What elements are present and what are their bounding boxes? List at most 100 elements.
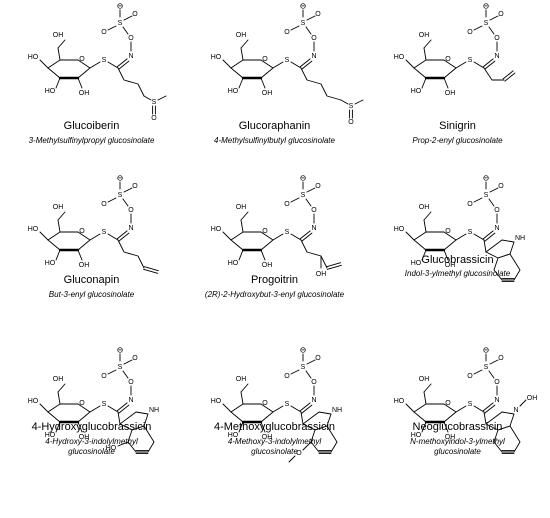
s-bond (455, 405, 467, 413)
sulfate-oxygen-right-label: O (315, 11, 321, 18)
thioether-sulfur-label: S (102, 401, 107, 408)
negative-charge-icon: ⊖ (300, 174, 307, 183)
negative-charge-icon: ⊖ (117, 174, 124, 183)
c4-hydroxyl-label: HO (211, 398, 222, 405)
methoxy-oxygen-label: O (296, 450, 302, 457)
oxime-oxygen-label: O (128, 379, 134, 386)
s-bond (455, 61, 467, 69)
ch2oh-bond (57, 383, 66, 393)
imine-nitrogen-label: N (311, 53, 316, 60)
negative-charge-icon: ⊖ (117, 2, 124, 11)
compound-name: Glucoiberin (63, 120, 120, 132)
so-bond (123, 187, 133, 193)
ch2oh-label: OH (419, 376, 430, 383)
c4-hydroxyl-label: HO (28, 398, 39, 405)
so-bond (123, 359, 133, 365)
ring-oxygen-label: O (79, 228, 85, 235)
cs-bond (290, 405, 302, 413)
imine-double-bond (116, 402, 128, 412)
os-bond (305, 26, 312, 35)
imine-double-bond (482, 402, 494, 412)
compound-name: Sinigrin (439, 120, 476, 132)
imine-double-bond (299, 230, 311, 240)
thioether-sulfur-label: S (102, 57, 107, 64)
vinyl-double-bond (143, 268, 159, 274)
sulfate-oxygen-left-label: O (467, 201, 473, 208)
c2-hydroxyl-label: OH (445, 434, 456, 441)
so-bond (473, 369, 483, 375)
ch2oh-label: OH (53, 204, 64, 211)
pyrrole-ring (119, 411, 149, 431)
so-bond (290, 25, 300, 31)
c2-hydroxyl-label: OH (445, 262, 456, 269)
ch2oh-bond (240, 383, 249, 393)
sulfate-oxygen-left-label: O (101, 201, 107, 208)
ch2oh-bond (57, 211, 66, 221)
oxime-oxygen-label: O (494, 35, 500, 42)
sulfate-sulfur-label: S (301, 364, 306, 371)
ch2-bond (423, 47, 427, 61)
alkyl-chain (300, 67, 342, 101)
ch2oh-label: OH (53, 32, 64, 39)
so-bond (107, 369, 117, 375)
oh-bond (77, 421, 83, 433)
oh-bond (39, 59, 49, 69)
cs-bond (290, 61, 302, 69)
methyl-bond (354, 99, 364, 105)
compound-name: Glucobrassicin (421, 254, 494, 266)
sulfate-sulfur-label: S (484, 364, 489, 371)
vinyl-double-bond (504, 72, 516, 82)
methyl-bond (288, 455, 296, 463)
c4-hydroxyl-label: HO (28, 226, 39, 233)
oxime-oxygen-label: O (311, 379, 317, 386)
ch2oh-label: OH (236, 376, 247, 383)
oh-bond (421, 77, 427, 89)
thioether-sulfur-label: S (468, 401, 473, 408)
ch2oh-label: OH (419, 204, 430, 211)
ring-oxygen-label: O (79, 400, 85, 407)
iupac-name: 4-Methylsulfinylbutyl glucosinolate (214, 136, 335, 145)
sulfate-oxygen-left-label: O (284, 373, 290, 380)
indole-nh-label: NH (332, 407, 342, 414)
oxime-oxygen-label: O (128, 35, 134, 42)
thioether-sulfur-label: S (285, 229, 290, 236)
ch2oh-bond (423, 211, 432, 221)
c4-hydroxyl-label: HO (394, 398, 405, 405)
os-bond (305, 370, 312, 379)
sulfate-oxygen-left-label: O (284, 201, 290, 208)
ch2-bond (423, 391, 427, 405)
negative-charge-icon: ⊖ (483, 346, 490, 355)
os-bond (488, 198, 495, 207)
so-bond (489, 187, 499, 193)
sulfate-oxygen-right-label: O (132, 11, 138, 18)
c-oh-bond (117, 441, 129, 447)
s-bond (272, 405, 284, 413)
sulfate-sulfur-label: S (118, 364, 123, 371)
iupac-name: 4-Hydroxy-3-indolylmethyl (45, 437, 138, 446)
os-bond (122, 370, 129, 379)
pyrrole-ring (302, 411, 332, 431)
imine-nitrogen-label: N (494, 53, 499, 60)
so-bond (489, 15, 499, 21)
os-bond (488, 370, 495, 379)
os-bond (305, 198, 312, 207)
oh-bond (55, 77, 61, 89)
ch2-bond (240, 47, 244, 61)
ch2oh-label: OH (236, 204, 247, 211)
oh-bond (77, 249, 83, 261)
sulfate-oxygen-left-label: O (467, 29, 473, 36)
s-bond (272, 61, 284, 69)
ring-oxygen-label: O (79, 56, 85, 63)
oh-bond (238, 77, 244, 89)
oxime-oxygen-label: O (311, 207, 317, 214)
phenol-hydroxyl-label: HO (106, 445, 117, 452)
thioether-sulfur-label: S (102, 229, 107, 236)
vinyl-double-bond (143, 266, 159, 272)
iupac-name: 3-Methylsulfinylpropyl glucosinolate (28, 136, 155, 145)
